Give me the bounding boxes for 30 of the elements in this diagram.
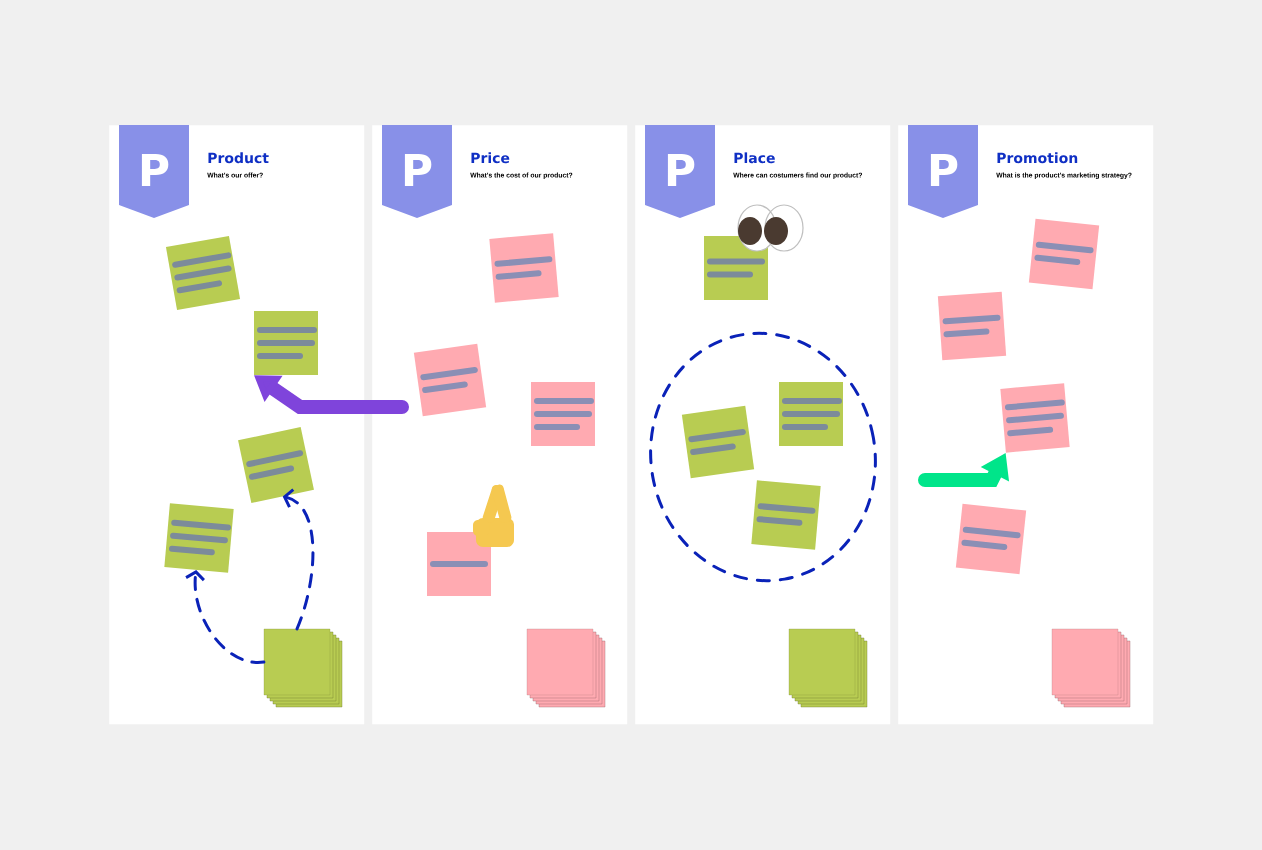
sticky-note bbox=[413, 343, 487, 417]
sticky-note bbox=[681, 405, 755, 479]
banner: P bbox=[908, 125, 978, 218]
sticky-note bbox=[254, 311, 318, 375]
sticky-note-stack bbox=[526, 628, 606, 708]
sticky-note bbox=[489, 233, 559, 303]
sticky-note bbox=[779, 382, 843, 446]
sticky-note bbox=[531, 382, 595, 446]
sticky-note bbox=[704, 236, 768, 300]
sticky-note bbox=[751, 480, 821, 550]
banner: P bbox=[119, 125, 189, 218]
banner: P bbox=[382, 125, 452, 218]
sticky-note bbox=[937, 291, 1007, 361]
banner: P bbox=[645, 125, 715, 218]
column-title: Promotion bbox=[997, 152, 1078, 164]
sticky-note bbox=[238, 427, 314, 503]
column-title: Product bbox=[208, 152, 269, 164]
sticky-note bbox=[1028, 218, 1100, 290]
sticky-note bbox=[427, 532, 491, 596]
sticky-note-stack bbox=[788, 628, 868, 708]
column-title: Place bbox=[734, 152, 775, 164]
sticky-note bbox=[165, 235, 241, 311]
dashed-arrow bbox=[282, 488, 315, 631]
dashed-arrow bbox=[185, 570, 266, 664]
sticky-note bbox=[164, 503, 234, 573]
sticky-note bbox=[1000, 383, 1070, 453]
sticky-note-stack bbox=[263, 628, 343, 708]
sticky-note bbox=[955, 503, 1027, 575]
column-title: Price bbox=[471, 152, 510, 164]
sticky-note-stack bbox=[1051, 628, 1131, 708]
